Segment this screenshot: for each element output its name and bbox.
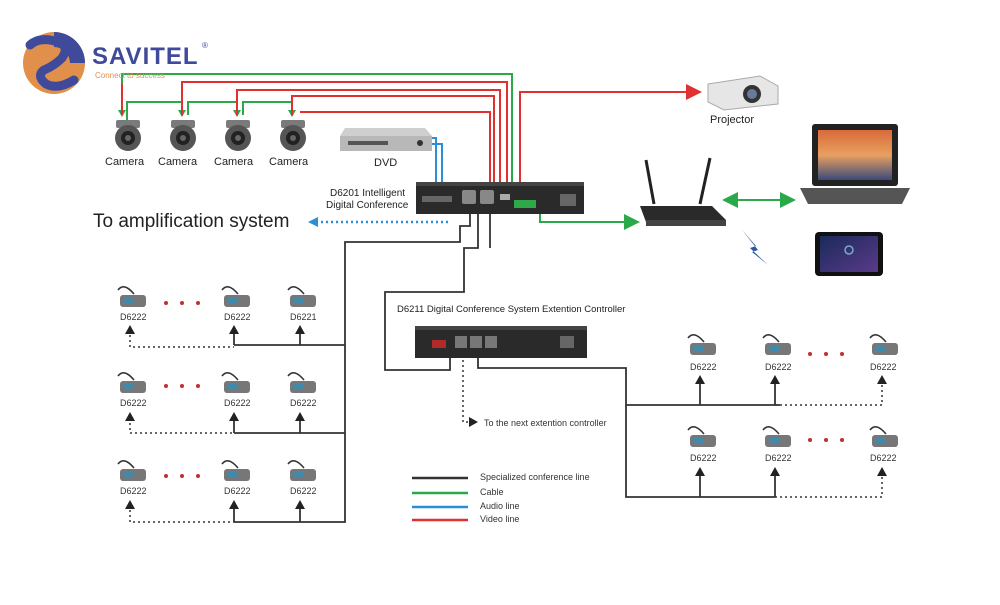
main-conference-unit-icon [416, 182, 584, 214]
left-arrowheads [125, 325, 305, 509]
unit-label: D6222 [120, 486, 147, 496]
camera-label-4: Camera [269, 156, 309, 168]
camera-label-2: Camera [158, 156, 198, 168]
main-unit-label-line1: D6201 Intelligent [330, 188, 406, 199]
unit-label: D6222 [690, 362, 717, 372]
green-arrowheads [118, 110, 296, 117]
projector-icon [707, 75, 779, 111]
brand-tagline: Connect to success [95, 71, 165, 80]
right-microphone-units [687, 334, 898, 447]
wireless-signal-icon [742, 230, 768, 265]
legend-label-cable: Cable [480, 487, 504, 497]
legend-label-conference-line: Specialized conference line [480, 472, 590, 482]
unit-label: D6222 [290, 398, 317, 408]
unit-label: D6222 [224, 312, 251, 322]
legend-swatches [412, 476, 468, 522]
extension-controller-icon [415, 326, 587, 358]
ellipsis-dots [164, 301, 844, 478]
router-icon [640, 157, 726, 226]
main-unit-label-line2: Digital Conference [326, 200, 409, 211]
right-dotted-lines [462, 360, 883, 498]
right-arrowheads [469, 375, 887, 476]
extension-controller-label: D6211 Digital Conference System Extentio… [397, 304, 626, 315]
unit-label: D6222 [765, 453, 792, 463]
left-dotted-lines [129, 330, 234, 523]
unit-label: D6222 [765, 362, 792, 372]
unit-label: D6222 [870, 453, 897, 463]
brand-name: SAVITEL [92, 43, 199, 70]
projector-label: Projector [710, 114, 755, 126]
unit-label: D6222 [870, 362, 897, 372]
unit-label: D6222 [120, 398, 147, 408]
amplification-label: To amplification system [93, 211, 290, 232]
savitel-logo [23, 32, 85, 94]
extension-link-lines [384, 212, 780, 498]
unit-label: D6222 [224, 398, 251, 408]
tablet-icon [815, 232, 883, 276]
left-conference-lines [233, 212, 471, 523]
red-video-lines [121, 81, 702, 190]
camera-label-1: Camera [105, 156, 145, 168]
laptop-icon [800, 124, 910, 204]
left-microphone-units [117, 286, 316, 481]
brand-registered-mark: ® [202, 41, 208, 50]
dvd-player-icon [340, 128, 432, 151]
camera-icons [115, 120, 306, 151]
legend-label-video-line: Video line [480, 514, 520, 524]
dvd-label: DVD [374, 157, 398, 169]
legend-label-audio-line: Audio line [480, 501, 520, 511]
next-controller-label: To the next extention controller [484, 418, 607, 428]
unit-label: D6222 [120, 312, 147, 322]
unit-label: D6222 [690, 453, 717, 463]
camera-label-3: Camera [214, 156, 254, 168]
unit-label: D6221 [290, 312, 317, 322]
green-network-lines [539, 192, 796, 230]
unit-label: D6222 [224, 486, 251, 496]
unit-label: D6222 [290, 486, 317, 496]
amplification-arrowhead [308, 217, 318, 227]
